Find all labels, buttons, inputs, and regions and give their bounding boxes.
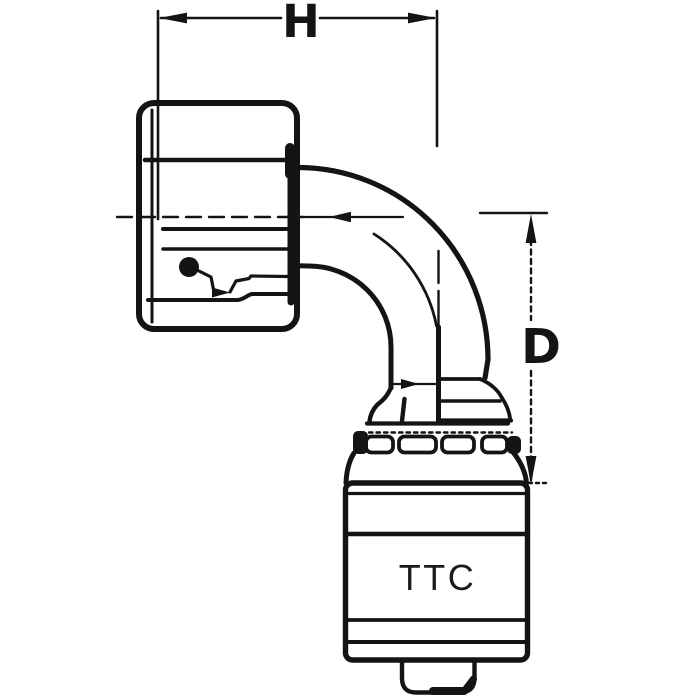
stem-thick-corner — [461, 675, 477, 694]
nut-step-detail-line — [197, 269, 216, 294]
nut-step-arrow-icon — [212, 287, 230, 298]
nut-detail-dot — [179, 257, 199, 277]
collar-tooth-1 — [364, 434, 395, 455]
collar-tooth-end-right — [507, 436, 521, 454]
dimension-h: H — [156, 0, 439, 221]
h-dim-arrow-left-icon — [159, 12, 187, 24]
nut-hex-facet-lower — [146, 292, 296, 302]
dimension-d: D — [478, 211, 561, 485]
bottom-stem — [399, 658, 477, 695]
elbow-tube — [287, 164, 514, 426]
tube-inner-curve — [287, 263, 394, 391]
d-dim-arrow-down-icon — [525, 456, 537, 485]
dim-d-label: D — [521, 319, 561, 375]
crimp-collar: TTC — [342, 421, 531, 663]
tube-flange-lip-right — [478, 377, 504, 400]
swivel-nut — [115, 100, 305, 332]
nut-outline — [136, 100, 300, 332]
d-dim-arrow-up-icon — [525, 214, 537, 243]
collar-tooth-4 — [480, 434, 509, 455]
collar-shoulder-right — [510, 449, 529, 486]
collar-body-outline — [342, 480, 531, 663]
joint-marker-arrow-icon — [401, 379, 419, 389]
joint-marker-dash — [399, 396, 407, 424]
collar-tooth-end-left — [353, 431, 368, 454]
h-dim-arrow-right-icon — [408, 12, 436, 24]
dim-h-label: H — [282, 0, 320, 48]
tube-outer-curve — [287, 164, 491, 381]
bend-centerline-arc — [372, 232, 438, 328]
collar-tooth-3 — [440, 434, 476, 455]
collar-tooth-2 — [397, 434, 438, 455]
nut-step-detail-line2 — [212, 274, 290, 295]
centerline-arrow-left-icon — [329, 211, 351, 223]
tube-flange-lip-lower — [500, 396, 512, 420]
tube-bell-flare-left — [367, 384, 394, 425]
collar-shoulder-left — [343, 450, 357, 486]
collar-marking-label: TTC — [399, 557, 476, 598]
